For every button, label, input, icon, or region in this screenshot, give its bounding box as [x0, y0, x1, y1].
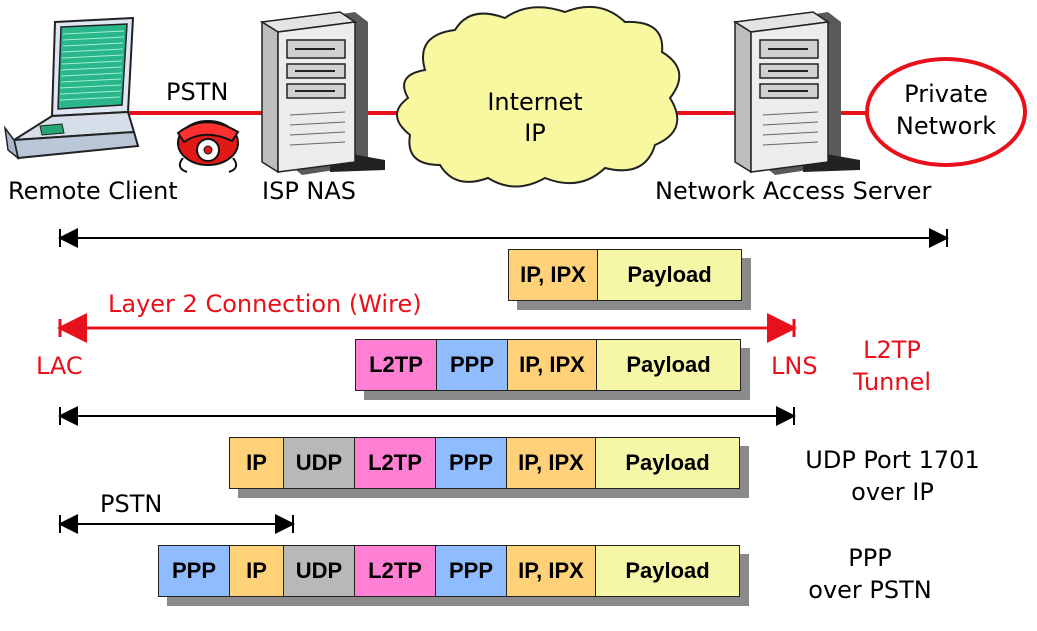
- internet-cloud: [396, 5, 681, 188]
- layer2-connection-label: Layer 2 Connection (Wire): [108, 290, 422, 318]
- header-udp-cell: UDP: [283, 545, 355, 597]
- remote-client-label: Remote Client: [8, 177, 178, 205]
- isp-nas-label: ISP NAS: [262, 177, 357, 205]
- cloud-internet-label: Internet: [487, 88, 583, 116]
- pstn-top-label: PSTN: [166, 78, 229, 106]
- udp-port-label-line2: over IP: [851, 478, 934, 506]
- pstn-bottom-label: PSTN: [100, 490, 163, 518]
- ppp-over-pstn-line1: PPP: [848, 544, 892, 572]
- l2tp-tunnel-line2: Tunnel: [852, 368, 932, 396]
- cloud-ip-label: IP: [524, 119, 546, 147]
- private-label-line2: Network: [895, 112, 997, 140]
- ppp-over-pstn-line2: over PSTN: [808, 576, 932, 604]
- lac-label: LAC: [36, 352, 83, 380]
- lns-label: LNS: [771, 352, 818, 380]
- udp-port-label-line1: UDP Port 1701: [805, 446, 980, 474]
- header-ppp-cell: PPP: [435, 545, 507, 597]
- header-ip-cell: IP: [229, 545, 284, 597]
- header-ip-cell: IP, IPX: [507, 339, 597, 391]
- header-l2tp-cell: L2TP: [354, 437, 436, 489]
- isp-nas-server-icon: [259, 11, 385, 175]
- header-payload-cell: Payload: [597, 249, 742, 301]
- header-udp-cell: UDP: [283, 437, 355, 489]
- network-access-server-icon: [732, 11, 860, 175]
- header-payload-cell: Payload: [596, 339, 741, 391]
- header-ip-cell: IP: [229, 437, 284, 489]
- header-ip-cell: IP, IPX: [506, 437, 596, 489]
- header-ppp-cell: PPP: [158, 545, 230, 597]
- header-payload-cell: Payload: [595, 545, 740, 597]
- network-access-server-label: Network Access Server: [655, 177, 932, 205]
- laptop-icon: [3, 16, 140, 160]
- header-ip-cell: IP, IPX: [506, 545, 596, 597]
- header-l2tp-cell: L2TP: [355, 339, 437, 391]
- header-ppp-cell: PPP: [435, 437, 507, 489]
- header-l2tp-cell: L2TP: [354, 545, 436, 597]
- header-ppp-cell: PPP: [436, 339, 508, 391]
- private-network-ellipse: [865, 57, 1027, 167]
- header-payload-cell: Payload: [595, 437, 740, 489]
- private-label-line1: Private: [904, 80, 988, 108]
- header-ip-cell: IP, IPX: [508, 249, 598, 301]
- l2tp-tunnel-line1: L2TP: [863, 336, 921, 364]
- telephone-icon: [176, 120, 240, 173]
